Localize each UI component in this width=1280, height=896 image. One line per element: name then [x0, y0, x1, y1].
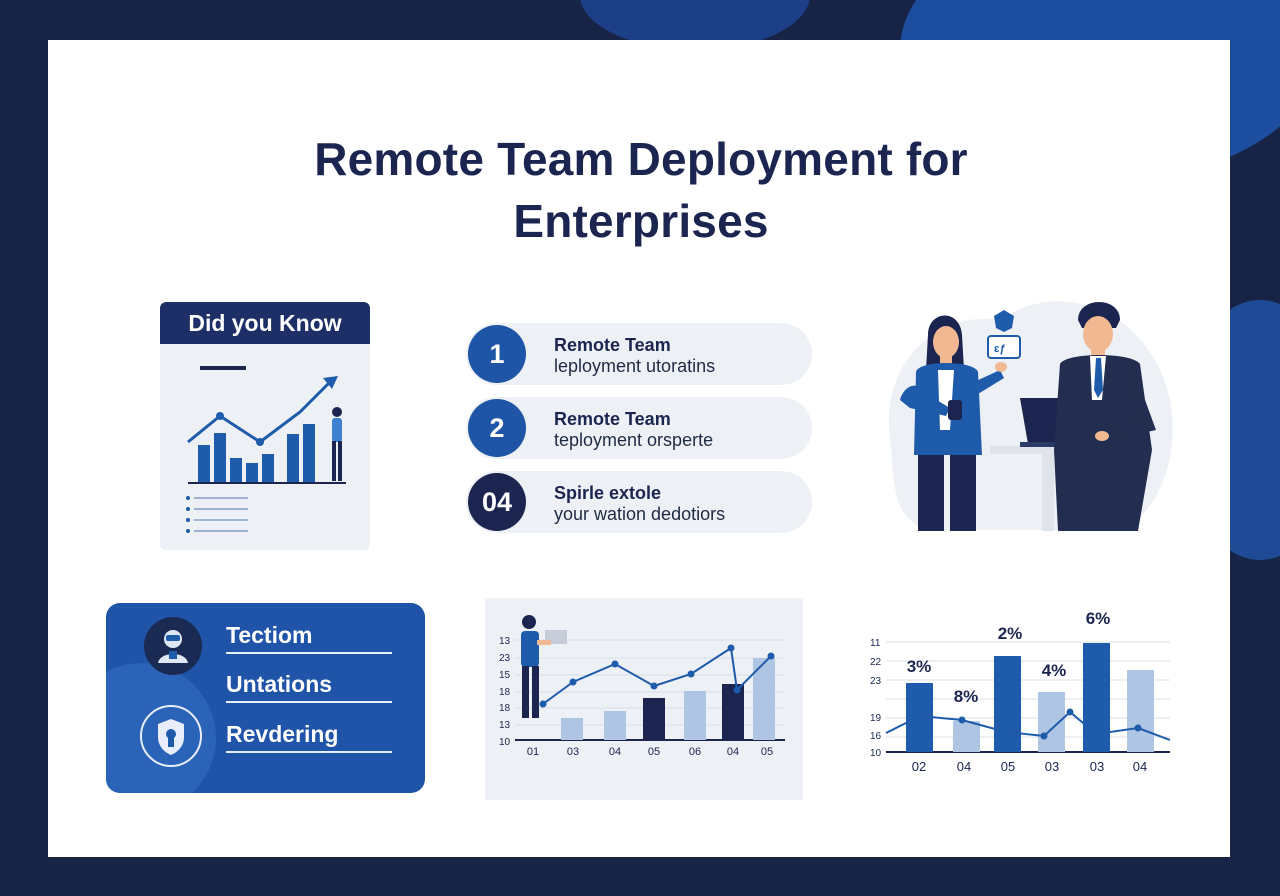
business-people-illustration: ɛƒ	[888, 301, 1173, 531]
bar-line-chart-right: 11 22 23 19 16 10 3% 8% 2% 4% 6% 02 04 0…	[870, 609, 1171, 774]
x-tick: 06	[689, 746, 701, 758]
x-tick: 04	[609, 746, 621, 758]
x-tick: 04	[1133, 759, 1147, 774]
step-title: Remote Team	[554, 335, 671, 355]
x-tick: 05	[761, 746, 773, 758]
y-tick: 23	[499, 653, 511, 664]
x-tick: 03	[1090, 759, 1104, 774]
y-tick: 15	[499, 670, 511, 681]
growth-chart-illustration	[186, 366, 346, 533]
x-tick: 03	[1045, 759, 1059, 774]
shield-icon	[140, 705, 202, 767]
feature-label: Revdering	[226, 721, 339, 747]
divider	[226, 701, 392, 703]
divider	[226, 751, 392, 753]
step-subtitle: teployment orsperte	[554, 430, 714, 450]
y-tick: 10	[870, 748, 882, 759]
did-you-know-heading: Did you Know	[160, 302, 370, 344]
x-tick: 05	[1001, 759, 1015, 774]
x-tick: 05	[648, 746, 660, 758]
step-number: 1	[468, 325, 526, 383]
step-item: 2 Remote Team teployment orsperte	[466, 397, 812, 459]
y-tick: 23	[870, 676, 882, 687]
page-title: Remote Team Deployment for Enterprises	[314, 133, 968, 247]
y-tick: 13	[499, 636, 511, 647]
data-label: 6%	[1086, 609, 1111, 628]
x-tick: 03	[567, 746, 579, 758]
step-subtitle: your wation dedotiors	[554, 504, 726, 524]
x-tick: 04	[727, 746, 739, 758]
y-tick: 16	[870, 731, 882, 742]
y-tick: 18	[499, 703, 511, 714]
y-tick: 22	[870, 657, 882, 668]
did-you-know-card: Did you Know	[160, 302, 370, 550]
step-item: 1 Remote Team leployment utoratins	[466, 323, 812, 385]
y-tick: 11	[870, 638, 881, 649]
divider	[226, 652, 392, 654]
data-label: 3%	[907, 657, 932, 676]
step-title: Spirle extole	[554, 483, 662, 503]
robot-icon	[144, 617, 202, 675]
step-subtitle: leployment utoratins	[554, 356, 716, 376]
feature-label: Tectiom	[226, 622, 313, 648]
x-tick: 01	[527, 746, 539, 758]
x-tick: 02	[912, 759, 926, 774]
step-title: Remote Team	[554, 409, 671, 429]
bar-line-chart-left: 13 23 15 18 18 13 10 01 03 04 05 06 04 0…	[485, 598, 803, 800]
step-item: 04 Spirle extole your wation dedotiors	[466, 471, 812, 533]
feature-label: Untations	[226, 671, 333, 697]
data-label: 4%	[1042, 661, 1067, 680]
svg-text:ɛƒ: ɛƒ	[994, 343, 1006, 355]
y-tick: 10	[499, 737, 511, 748]
step-number: 2	[468, 399, 526, 457]
y-tick: 13	[499, 720, 511, 731]
features-panel: Tectiom Untations Revdering	[106, 603, 425, 793]
data-label: 2%	[998, 624, 1023, 643]
x-tick: 04	[957, 759, 971, 774]
data-label: 8%	[954, 687, 979, 706]
step-number: 04	[468, 473, 526, 531]
y-tick: 19	[870, 713, 882, 724]
y-tick: 18	[499, 687, 511, 698]
